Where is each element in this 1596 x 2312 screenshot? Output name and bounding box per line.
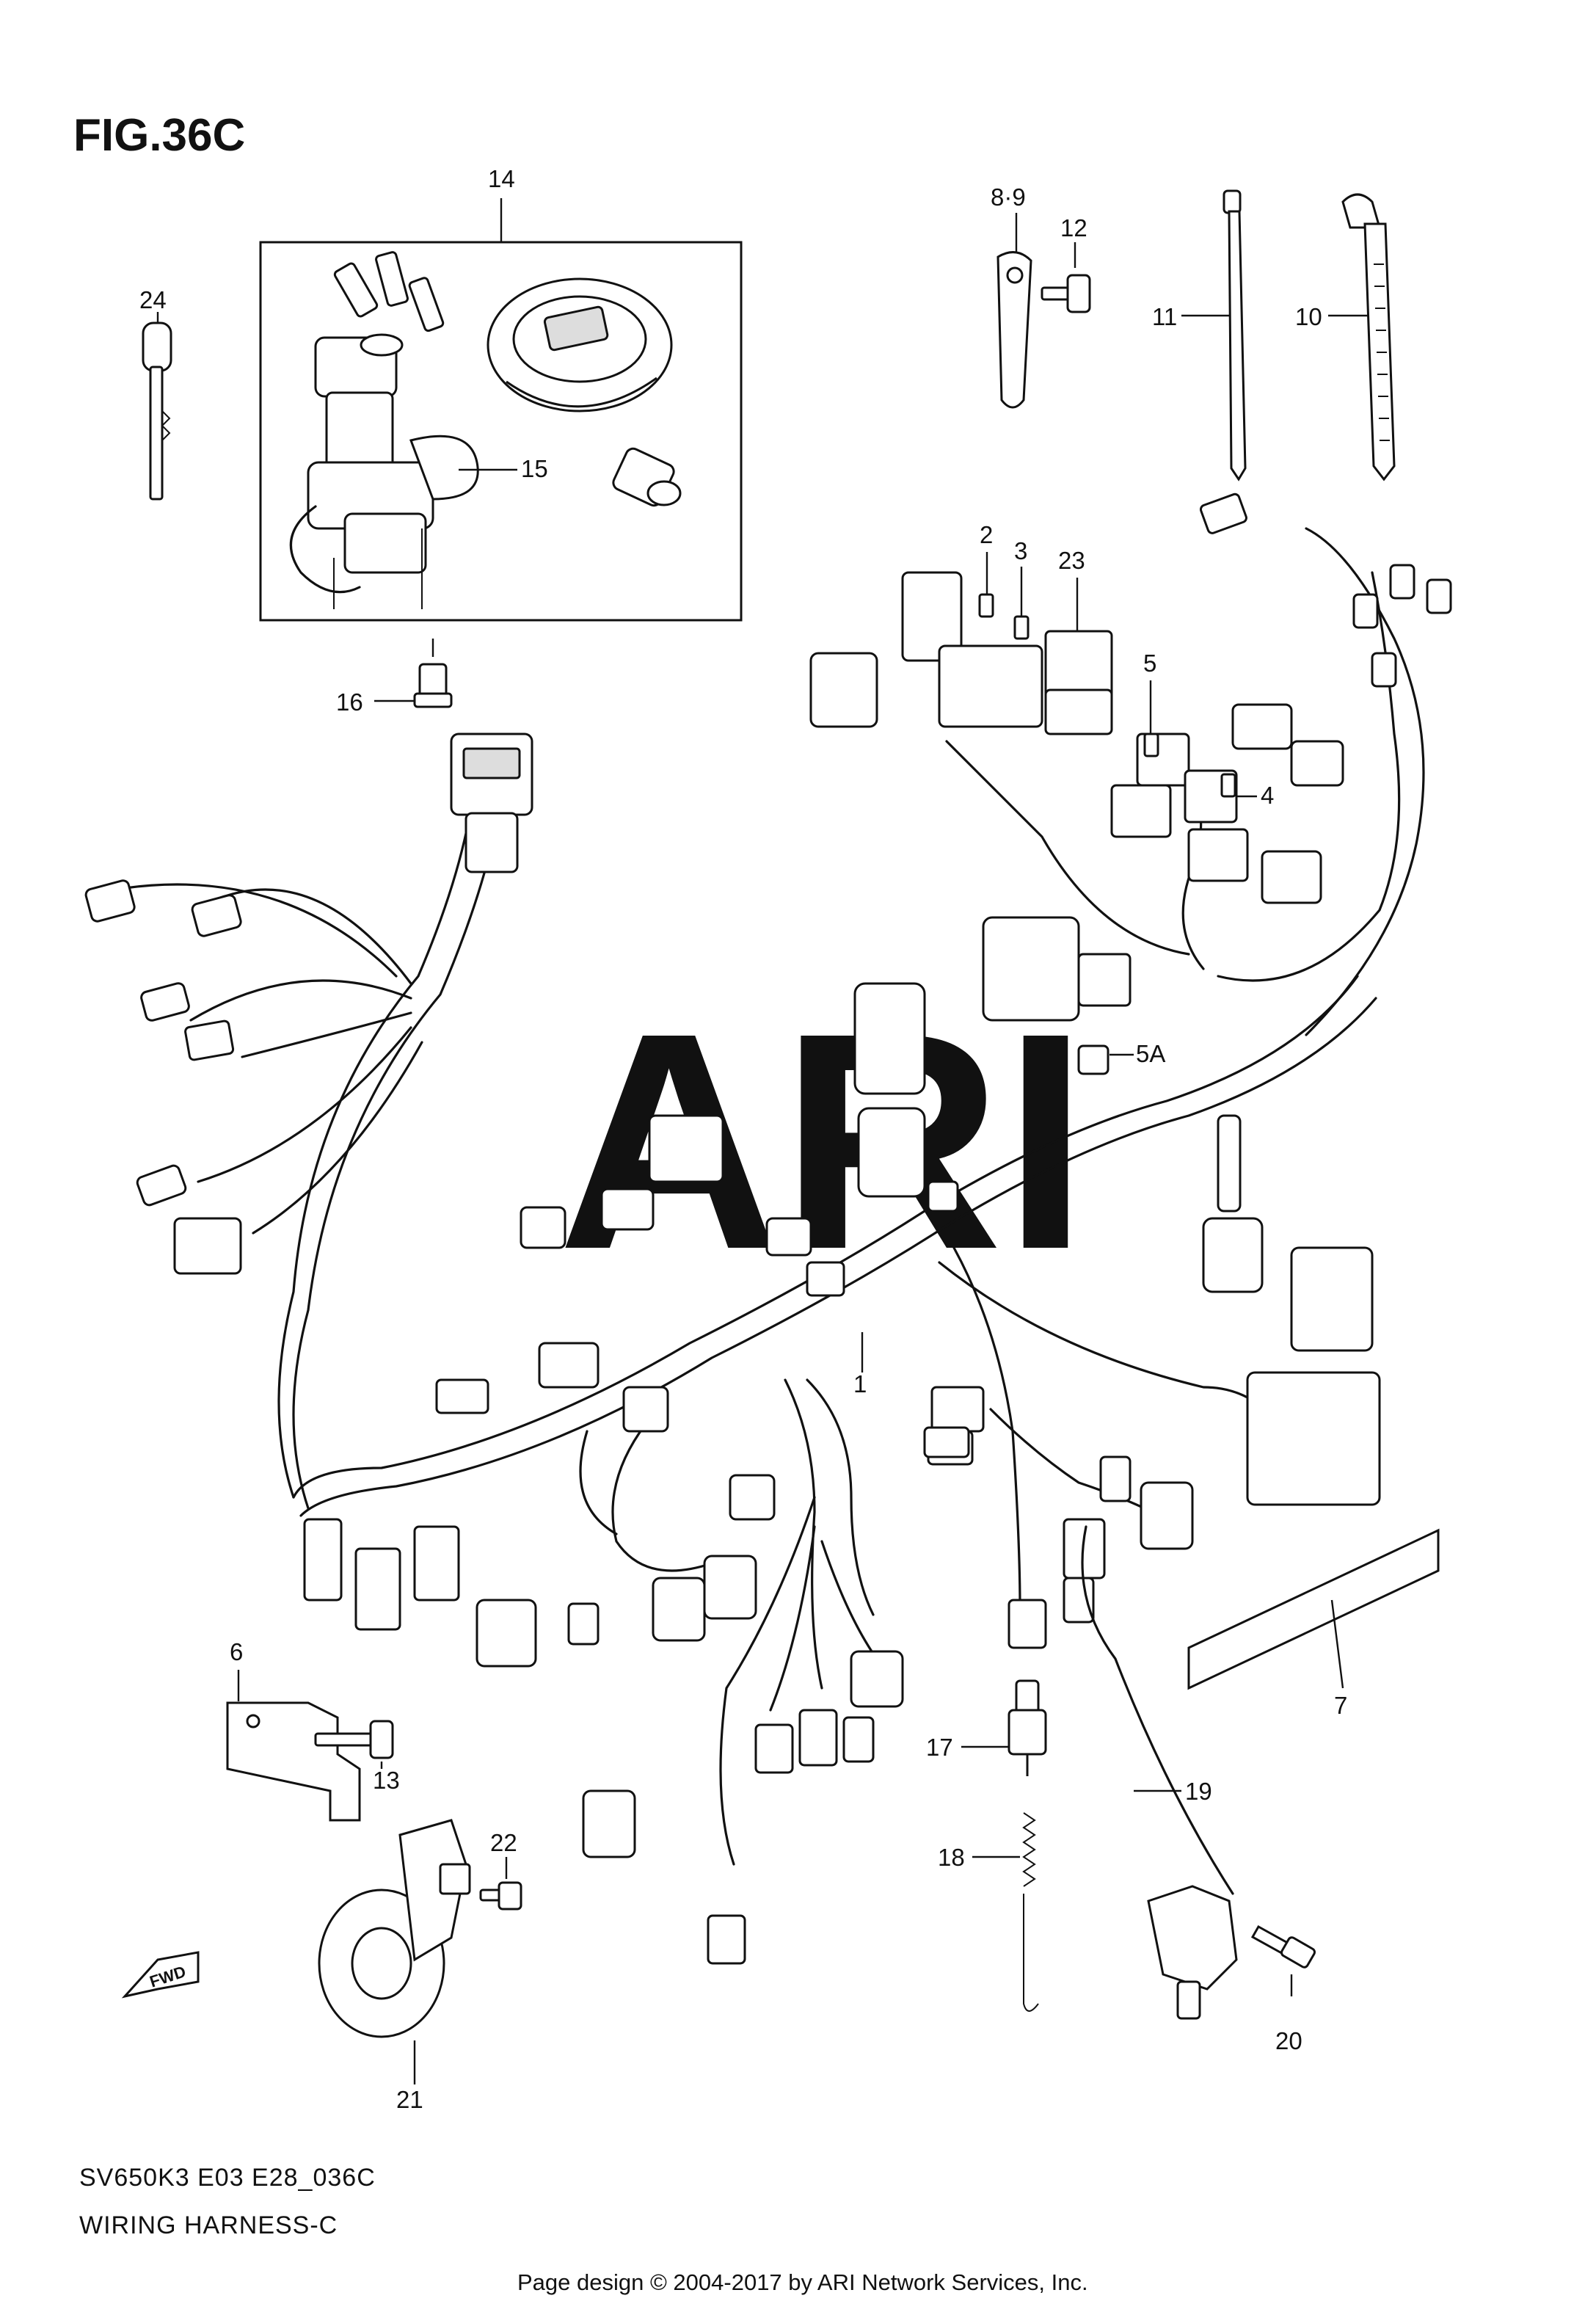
ari-watermark: ARI bbox=[558, 970, 1088, 1314]
callout-15: 15 bbox=[521, 455, 548, 482]
copyright-credit: Page design © 2004-2017 by ARI Network S… bbox=[517, 2269, 1088, 2295]
callout-2: 2 bbox=[980, 521, 993, 548]
clamp-bolt[interactable] bbox=[1041, 242, 1091, 313]
cable-tie-large[interactable] bbox=[1328, 193, 1396, 481]
fuel-tank-cap[interactable] bbox=[487, 277, 673, 412]
callout-24: 24 bbox=[139, 286, 167, 313]
cable-tie-small[interactable] bbox=[1181, 189, 1247, 481]
horn-bolt[interactable] bbox=[479, 1857, 522, 1911]
ignition-screw[interactable] bbox=[413, 639, 453, 708]
top-multipin-connector[interactable] bbox=[450, 733, 533, 873]
center-connectors[interactable] bbox=[435, 916, 1381, 1506]
forward-arrow-icon: FWD bbox=[121, 1951, 200, 1999]
key-blank[interactable] bbox=[142, 312, 172, 501]
callout-8-9: 8·9 bbox=[991, 183, 1026, 211]
callout-17: 17 bbox=[926, 1734, 953, 1761]
callout-5a: 5A bbox=[1136, 1040, 1165, 1067]
ignition-switch[interactable] bbox=[289, 251, 479, 609]
callout-7: 7 bbox=[1334, 1692, 1347, 1719]
section-name: WIRING HARNESS-C bbox=[79, 2211, 338, 2239]
lock-cylinder[interactable] bbox=[611, 446, 682, 508]
fuse-box-assembly[interactable] bbox=[809, 492, 1452, 904]
callout-1: 1 bbox=[853, 1370, 867, 1397]
bracket-bolt[interactable] bbox=[237, 1670, 394, 1759]
callout-19: 19 bbox=[1185, 1778, 1212, 1805]
callout-23: 23 bbox=[1058, 547, 1085, 574]
return-spring[interactable] bbox=[972, 1812, 1039, 2012]
callout-13: 13 bbox=[373, 1767, 400, 1794]
stop-light-switch[interactable] bbox=[961, 1679, 1047, 1776]
ignition-lock-set[interactable] bbox=[259, 198, 743, 622]
callout-6: 6 bbox=[230, 1638, 243, 1665]
wire-clamp[interactable] bbox=[996, 213, 1032, 409]
left-connector-group[interactable] bbox=[84, 879, 423, 1275]
callout-12: 12 bbox=[1060, 214, 1087, 241]
callout-10: 10 bbox=[1295, 303, 1322, 330]
side-stand-switch[interactable] bbox=[1081, 1525, 1238, 2020]
callout-4: 4 bbox=[1261, 782, 1274, 809]
callout-22: 22 bbox=[490, 1829, 517, 1856]
callout-3: 3 bbox=[1014, 537, 1027, 564]
mounting-bracket[interactable] bbox=[226, 1701, 361, 1822]
wiring-label-sheet[interactable] bbox=[1187, 1528, 1440, 1690]
model-code: SV650K3 E03 E28_036C bbox=[79, 2164, 376, 2192]
lower-connector-cluster[interactable] bbox=[303, 1426, 1194, 1965]
callout-5: 5 bbox=[1143, 650, 1156, 677]
callout-14: 14 bbox=[488, 165, 515, 192]
callout-11: 11 bbox=[1152, 303, 1177, 330]
callout-18: 18 bbox=[938, 1844, 965, 1871]
callout-20: 20 bbox=[1275, 2027, 1302, 2054]
callout-21: 21 bbox=[396, 2086, 423, 2113]
callout-labels: 14 24 15 16 8·9 12 11 10 2 3 23 5 4 5A 1… bbox=[139, 165, 1347, 2113]
switch-bolt[interactable] bbox=[1250, 1924, 1316, 1996]
horn[interactable] bbox=[318, 1819, 471, 2084]
callout-16: 16 bbox=[336, 688, 363, 716]
figure-title: FIG.36C bbox=[73, 110, 245, 161]
